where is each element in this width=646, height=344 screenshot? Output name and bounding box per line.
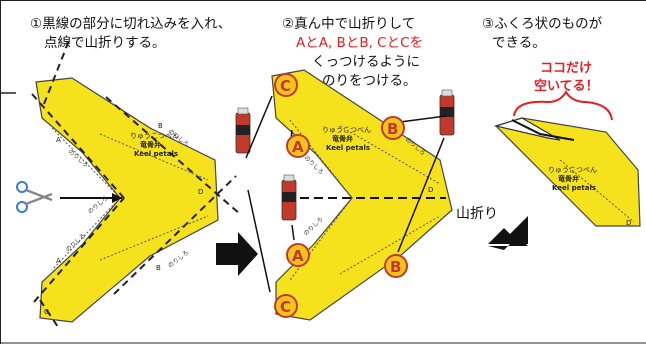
step1-letter-a2: A bbox=[56, 257, 61, 265]
step2-name-en: Keel petals bbox=[326, 144, 370, 152]
circle-a-top: A bbox=[286, 134, 310, 158]
step1-glue-4: のりしろ bbox=[167, 249, 190, 269]
circle-a-top-label: A bbox=[292, 138, 304, 156]
step1-letter-d: D bbox=[198, 188, 203, 196]
step1-letter-b2: B bbox=[156, 264, 161, 272]
step2-paper bbox=[271, 69, 453, 321]
step3-paper bbox=[493, 117, 641, 227]
step1-paper bbox=[31, 37, 241, 331]
circle-b-top: B bbox=[381, 116, 405, 140]
glue-stick-icon-3 bbox=[439, 89, 455, 136]
circle-a-bottom-label: A bbox=[292, 247, 304, 265]
glue-stick-icon-2 bbox=[281, 174, 297, 221]
arrow-icon-1 bbox=[216, 232, 258, 276]
step3-name-kana: りゅうこつべん bbox=[548, 166, 597, 174]
step2-line4: のりをつける。 bbox=[322, 73, 417, 89]
step3-name-kanji: 竜骨弁 bbox=[558, 174, 579, 183]
step1-line1: ①黒線の部分に切れ込みを入れ、 bbox=[30, 16, 231, 32]
step1-name-en: Keel petals bbox=[134, 150, 178, 158]
step2-arrows bbox=[245, 95, 447, 293]
step1-name-kana: りゅうこつべん bbox=[130, 132, 179, 140]
step2-letter-d: D bbox=[428, 186, 433, 194]
scissors-icon bbox=[16, 181, 53, 213]
circle-b-bottom: B bbox=[384, 254, 408, 278]
circle-c-bottom-label: C bbox=[280, 298, 291, 316]
callout-bracket bbox=[513, 90, 613, 121]
circle-b-top-label: B bbox=[387, 120, 398, 138]
step3-name-en: Keel petals bbox=[552, 184, 596, 192]
mountain-fold-label: 山折り bbox=[456, 206, 498, 222]
step2-name-kanji: 竜骨弁 bbox=[332, 134, 353, 143]
arrow-icon-2 bbox=[488, 216, 528, 250]
step1-letter-c: C bbox=[44, 308, 49, 316]
step1-name-kanji: 竜骨弁 bbox=[140, 140, 161, 149]
step1-letter-b1: B bbox=[158, 122, 163, 130]
circle-b-bottom-label: B bbox=[390, 258, 401, 276]
step3-line2: できる。 bbox=[492, 35, 546, 51]
circle-a-bottom: A bbox=[286, 243, 310, 267]
glue-stick-icon-1 bbox=[235, 107, 251, 154]
circle-c-top: C bbox=[274, 73, 298, 97]
step1-line2: 点線で山折りする。 bbox=[44, 35, 166, 51]
circle-c-top-label: C bbox=[280, 77, 291, 95]
step1-letter-a1: A bbox=[56, 136, 61, 144]
step2-line1: ②真ん中で山折りして bbox=[282, 16, 415, 32]
callout-line1: ココだけ bbox=[540, 61, 592, 76]
step2-line2: AとA, BとB, CとCを bbox=[296, 35, 423, 51]
step3-letter-d: D bbox=[626, 219, 631, 227]
circle-c-bottom: C bbox=[274, 294, 298, 318]
step2-name-kana: りゅうこつべん bbox=[322, 126, 371, 134]
callout-line2: 空いてる！ bbox=[534, 78, 599, 94]
step3-line1: ③ふくろ状のものが bbox=[482, 16, 603, 32]
step2-line3: くっつけるように bbox=[312, 54, 420, 70]
